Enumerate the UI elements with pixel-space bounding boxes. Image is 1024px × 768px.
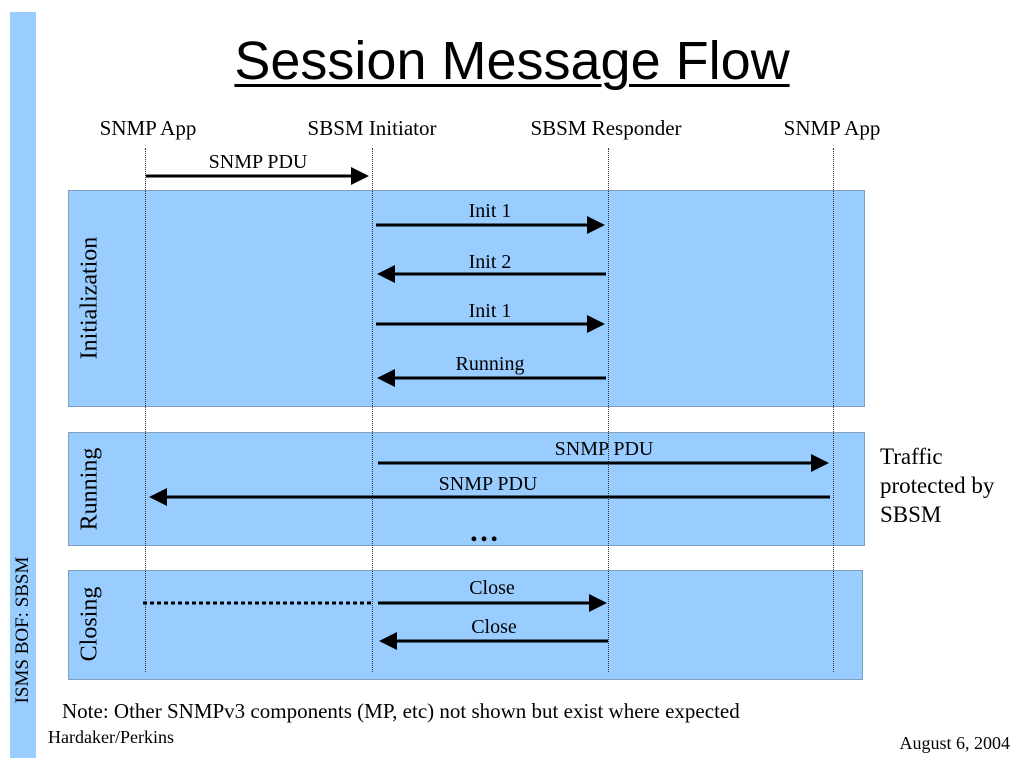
msg-close-b-label: Close bbox=[471, 616, 517, 638]
traffic-protected-note: Traffic protected by SBSM bbox=[880, 444, 995, 527]
footer-authors: Hardaker/Perkins bbox=[48, 727, 174, 747]
msg-close-a-label: Close bbox=[469, 577, 515, 599]
lifeline-sbsm-responder bbox=[608, 148, 609, 672]
footnote: Note: Other SNMPv3 components (MP, etc) … bbox=[62, 699, 740, 723]
msg-init1-a-label: Init 1 bbox=[468, 200, 512, 222]
lifeline-sbsm-initiator bbox=[372, 148, 373, 672]
phase-closing-box bbox=[68, 570, 863, 680]
footer-date: August 6, 2004 bbox=[899, 733, 1010, 753]
slide-title: Session Message Flow bbox=[234, 31, 790, 91]
msg-pdu-back-label: SNMP PDU bbox=[438, 473, 538, 495]
msg-init1-b-label: Init 1 bbox=[468, 300, 512, 322]
continuation-ellipsis: … bbox=[469, 515, 499, 548]
lane-header-sbsm-initiator: SBSM Initiator bbox=[307, 116, 437, 140]
side-bar bbox=[10, 12, 36, 758]
lifeline-snmp-app-left bbox=[145, 148, 146, 672]
phase-running-box bbox=[68, 432, 865, 546]
lane-header-snmp-app-left: SNMP App bbox=[99, 116, 197, 140]
lane-header-snmp-app-right: SNMP App bbox=[783, 116, 881, 140]
msg-running-label: Running bbox=[455, 353, 525, 375]
msg-pre-pdu-label: SNMP PDU bbox=[208, 151, 308, 173]
lane-header-sbsm-responder: SBSM Responder bbox=[530, 116, 682, 140]
msg-pdu-out-label: SNMP PDU bbox=[554, 438, 654, 460]
msg-init2-label: Init 2 bbox=[468, 251, 512, 273]
lifeline-snmp-app-right bbox=[833, 148, 834, 672]
